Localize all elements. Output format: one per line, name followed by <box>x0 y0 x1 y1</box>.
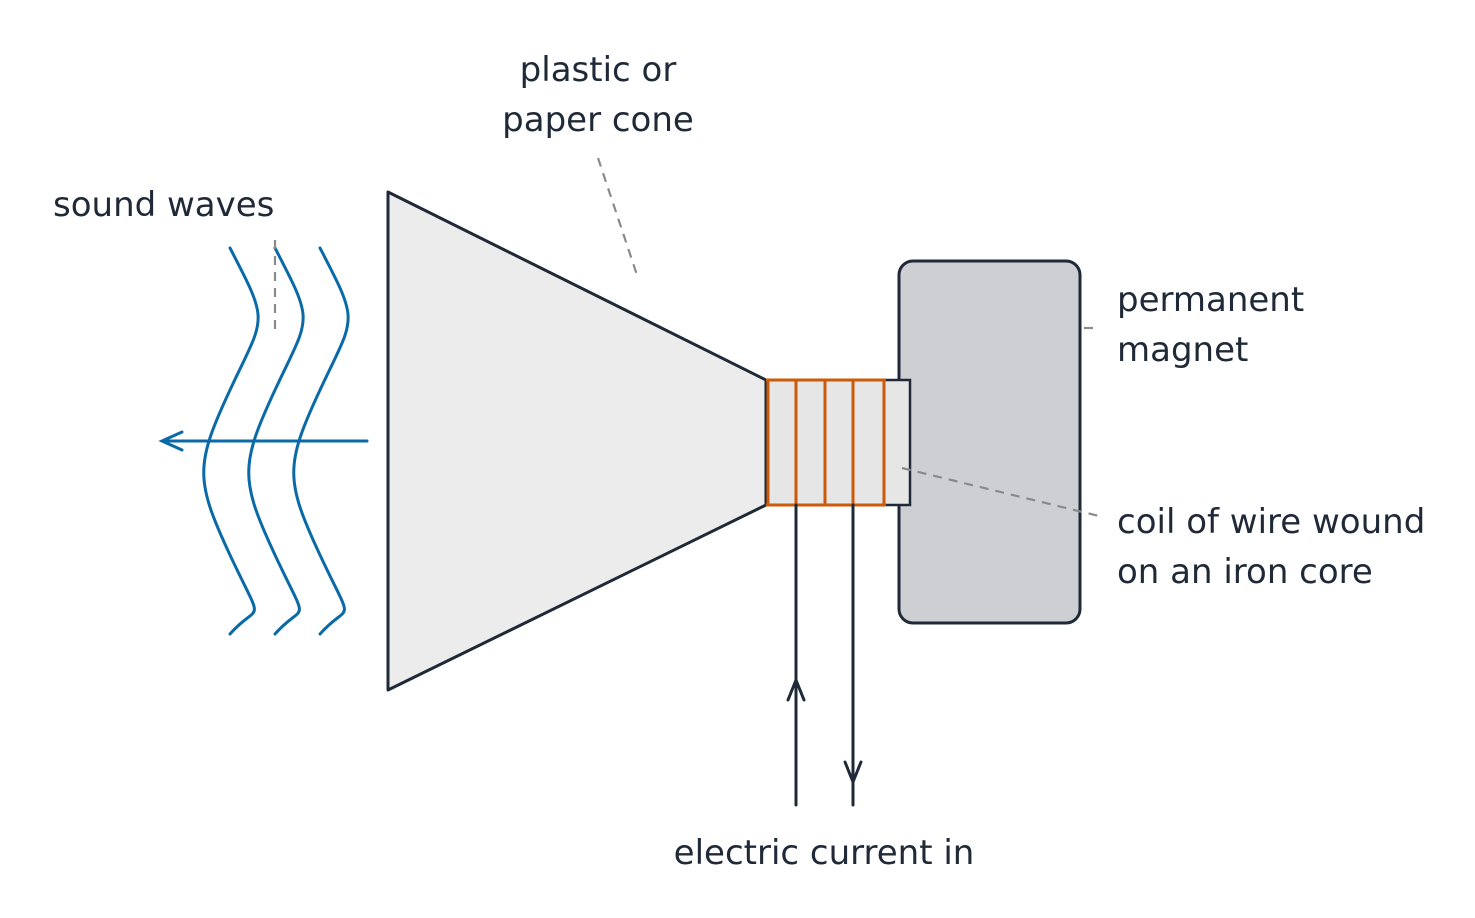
label-electric-current: electric current in <box>674 833 975 873</box>
iron-core <box>764 378 912 507</box>
wave-front <box>247 246 305 636</box>
arrow-left-icon <box>158 430 184 452</box>
leader-coil <box>901 466 1104 519</box>
label-cone-line2: paper cone <box>502 100 694 140</box>
label-coil-line2: on an iron core <box>1117 552 1373 592</box>
wire-coil <box>766 378 886 507</box>
leader-lines <box>273 157 1104 519</box>
wave-front <box>202 246 260 636</box>
sound-waves <box>158 246 369 636</box>
label-coil-line1: coil of wire wound <box>1117 502 1425 542</box>
permanent-magnet <box>897 259 1082 625</box>
cone <box>386 190 768 692</box>
label-magnet-line1: permanent <box>1117 280 1304 320</box>
arrow-down-icon <box>843 760 863 784</box>
leader-cone <box>596 157 640 279</box>
label-sound-waves: sound waves <box>53 185 274 225</box>
current-wires <box>786 503 863 807</box>
label-cone-line1: plastic or <box>520 50 677 90</box>
wave-front <box>292 246 350 636</box>
arrow-up-icon <box>786 678 806 702</box>
label-magnet-line2: magnet <box>1117 330 1248 370</box>
